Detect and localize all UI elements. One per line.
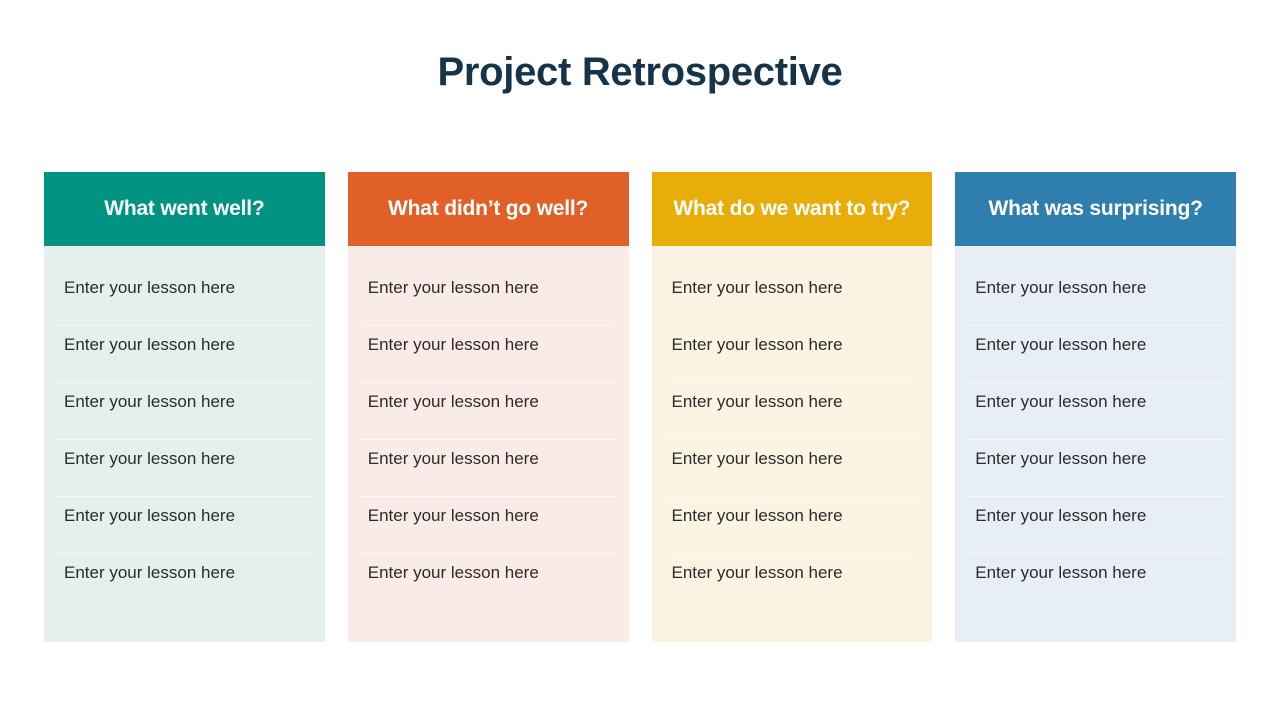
- lesson-text: Enter your lesson here: [671, 506, 843, 525]
- lesson-text: Enter your lesson here: [975, 563, 1147, 582]
- row-divider: [965, 496, 1226, 497]
- lesson-text: Enter your lesson here: [64, 278, 236, 297]
- lesson-text: Enter your lesson here: [671, 449, 843, 468]
- row-divider: [357, 553, 619, 554]
- list-item[interactable]: Enter your lesson here: [348, 383, 629, 440]
- column-body-what-went-well: Enter your lesson here Enter your lesson…: [44, 246, 325, 642]
- row-divider: [965, 553, 1226, 554]
- column-body-what-do-we-want-to-try: Enter your lesson here Enter your lesson…: [651, 246, 933, 642]
- list-item[interactable]: Enter your lesson here: [348, 497, 629, 554]
- list-item[interactable]: Enter your lesson here: [955, 326, 1236, 383]
- list-item[interactable]: Enter your lesson here: [652, 554, 933, 611]
- list-item[interactable]: Enter your lesson here: [652, 440, 933, 497]
- row-divider: [965, 382, 1226, 383]
- lesson-text: Enter your lesson here: [64, 506, 236, 525]
- row-divider: [965, 439, 1226, 440]
- column-what-went-well: What went well? Enter your lesson here E…: [44, 172, 325, 642]
- list-item[interactable]: Enter your lesson here: [44, 383, 325, 440]
- list-item[interactable]: Enter your lesson here: [955, 497, 1236, 554]
- lesson-text: Enter your lesson here: [367, 278, 539, 297]
- lesson-text: Enter your lesson here: [367, 563, 539, 582]
- row-divider: [357, 496, 619, 497]
- page-title: Project Retrospective: [437, 50, 843, 94]
- column-header-what-went-well: What went well?: [44, 172, 325, 246]
- list-item[interactable]: Enter your lesson here: [348, 269, 629, 326]
- list-item[interactable]: Enter your lesson here: [955, 383, 1236, 440]
- list-item[interactable]: Enter your lesson here: [955, 269, 1236, 326]
- row-divider: [54, 553, 315, 554]
- lesson-text: Enter your lesson here: [671, 563, 843, 582]
- lesson-text: Enter your lesson here: [975, 335, 1147, 354]
- row-divider: [357, 439, 619, 440]
- lesson-text: Enter your lesson here: [64, 335, 236, 354]
- lesson-text: Enter your lesson here: [671, 335, 843, 354]
- row-divider: [661, 496, 923, 497]
- list-item[interactable]: Enter your lesson here: [44, 440, 325, 497]
- column-body-what-didnt-go-well: Enter your lesson here Enter your lesson…: [347, 246, 629, 642]
- list-item[interactable]: Enter your lesson here: [652, 269, 933, 326]
- lesson-text: Enter your lesson here: [671, 392, 843, 411]
- list-item[interactable]: Enter your lesson here: [44, 554, 325, 611]
- row-divider: [54, 325, 315, 326]
- lesson-text: Enter your lesson here: [367, 392, 539, 411]
- lesson-text: Enter your lesson here: [975, 449, 1147, 468]
- row-divider: [54, 382, 315, 383]
- list-item[interactable]: Enter your lesson here: [348, 326, 629, 383]
- row-divider: [54, 496, 315, 497]
- row-divider: [661, 325, 923, 326]
- column-header-what-didnt-go-well: What didn’t go well?: [347, 172, 629, 246]
- row-divider: [357, 382, 619, 383]
- lesson-text: Enter your lesson here: [367, 449, 539, 468]
- list-item[interactable]: Enter your lesson here: [652, 497, 933, 554]
- column-what-didnt-go-well: What didn’t go well? Enter your lesson h…: [347, 172, 629, 642]
- list-item[interactable]: Enter your lesson here: [955, 554, 1236, 611]
- row-divider: [661, 439, 923, 440]
- column-what-do-we-want-to-try: What do we want to try? Enter your lesso…: [651, 172, 933, 642]
- list-item[interactable]: Enter your lesson here: [955, 440, 1236, 497]
- lesson-text: Enter your lesson here: [64, 392, 236, 411]
- list-item[interactable]: Enter your lesson here: [348, 554, 629, 611]
- column-body-what-was-surprising: Enter your lesson here Enter your lesson…: [955, 246, 1236, 642]
- column-header-what-was-surprising: What was surprising?: [955, 172, 1236, 246]
- lesson-text: Enter your lesson here: [367, 335, 539, 354]
- lesson-text: Enter your lesson here: [975, 392, 1147, 411]
- row-divider: [965, 325, 1226, 326]
- lesson-text: Enter your lesson here: [64, 449, 236, 468]
- list-item[interactable]: Enter your lesson here: [652, 326, 933, 383]
- lesson-text: Enter your lesson here: [671, 278, 843, 297]
- row-divider: [357, 325, 619, 326]
- retrospective-board: What went well? Enter your lesson here E…: [44, 172, 1236, 642]
- list-item[interactable]: Enter your lesson here: [44, 269, 325, 326]
- row-divider: [661, 382, 923, 383]
- lesson-text: Enter your lesson here: [975, 506, 1147, 525]
- lesson-text: Enter your lesson here: [64, 563, 236, 582]
- list-item[interactable]: Enter your lesson here: [44, 497, 325, 554]
- list-item[interactable]: Enter your lesson here: [652, 383, 933, 440]
- row-divider: [661, 553, 923, 554]
- row-divider: [54, 439, 315, 440]
- column-header-what-do-we-want-to-try: What do we want to try?: [651, 172, 933, 246]
- list-item[interactable]: Enter your lesson here: [348, 440, 629, 497]
- list-item[interactable]: Enter your lesson here: [44, 326, 325, 383]
- column-what-was-surprising: What was surprising? Enter your lesson h…: [955, 172, 1236, 642]
- lesson-text: Enter your lesson here: [975, 278, 1147, 297]
- lesson-text: Enter your lesson here: [367, 506, 539, 525]
